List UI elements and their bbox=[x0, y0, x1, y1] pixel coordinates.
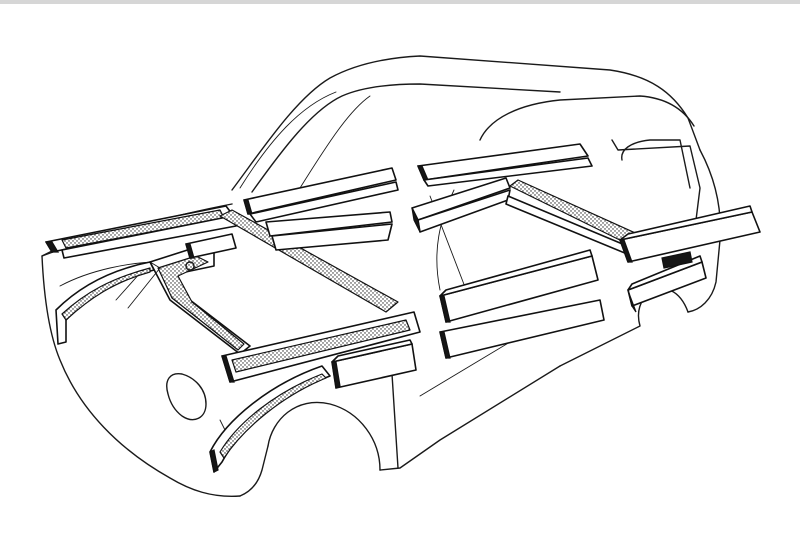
door-sill-upper-rail bbox=[439, 249, 599, 323]
roof-front-rail bbox=[243, 167, 399, 223]
car-body-outline bbox=[41, 55, 722, 498]
reinforcement-members bbox=[44, 143, 761, 473]
right-arch-member bbox=[209, 365, 331, 473]
front-lower-cross-rail bbox=[221, 311, 421, 383]
scan-edge-strip bbox=[0, 0, 800, 4]
front-frame-connector bbox=[185, 233, 237, 259]
roof-middle-rail bbox=[265, 211, 393, 251]
door-sill-lower-rail bbox=[439, 299, 605, 359]
door-upper-rail bbox=[411, 177, 511, 233]
left-arch-member bbox=[55, 261, 155, 345]
front-top-cross-rail bbox=[44, 205, 237, 259]
rear-roof-crossbar bbox=[505, 179, 761, 263]
rear-quarter-rail bbox=[627, 251, 707, 313]
roof-rear-rail bbox=[417, 143, 593, 187]
fender-block bbox=[331, 339, 417, 389]
